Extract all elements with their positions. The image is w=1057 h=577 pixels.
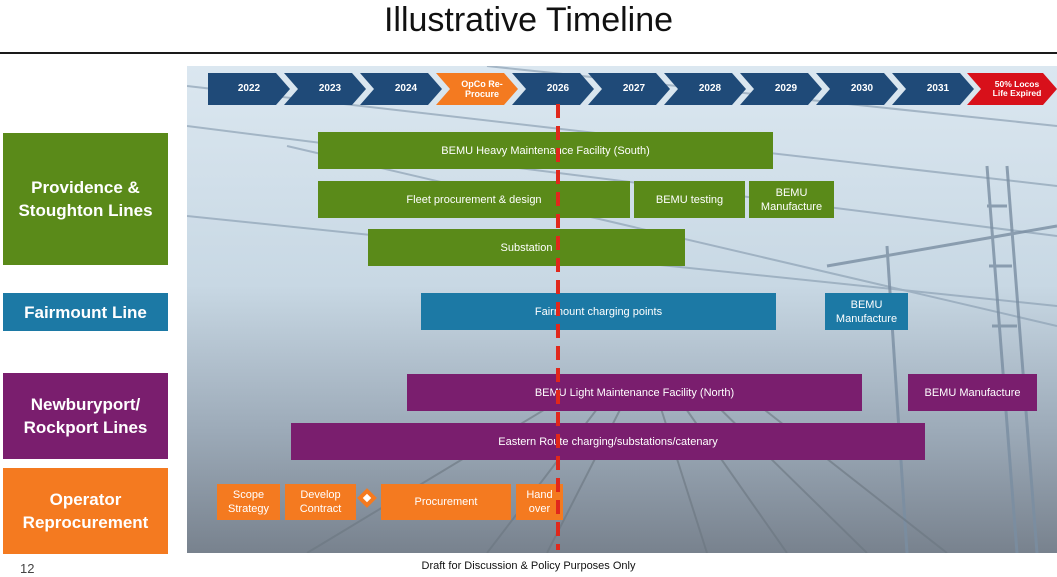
bar-procurement: Procurement bbox=[381, 484, 511, 520]
bar-heavy-maintenance-facility: BEMU Heavy Maintenance Facility (South) bbox=[318, 132, 773, 169]
bar-bemu-manufacture-providence: BEMU Manufacture bbox=[749, 181, 834, 218]
milestone-dashed-line bbox=[556, 104, 560, 550]
bar-substation: Substation bbox=[368, 229, 685, 266]
bar-bemu-testing: BEMU testing bbox=[634, 181, 745, 218]
page-title: Illustrative Timeline bbox=[383, 1, 674, 39]
bar-bemu-manufacture-fairmount: BEMU Manufacture bbox=[825, 293, 908, 330]
bar-eastern-route-charging: Eastern Route charging/substations/caten… bbox=[291, 423, 925, 460]
bar-bemu-manufacture-newburyport: BEMU Manufacture bbox=[908, 374, 1037, 411]
footer-disclaimer: Draft for Discussion & Policy Purposes O… bbox=[421, 560, 636, 572]
bar-fairmount-charging-points: Fairmount charging points bbox=[421, 293, 776, 330]
row-label-newburyport-rockport: Newburyport/ Rockport Lines bbox=[3, 373, 168, 459]
bar-light-maintenance-facility: BEMU Light Maintenance Facility (North) bbox=[407, 374, 862, 411]
bar-fleet-procurement: Fleet procurement & design bbox=[318, 181, 630, 218]
bar-hand-over: Hand over bbox=[516, 484, 563, 520]
bar-scope-strategy: Scope Strategy bbox=[217, 484, 280, 520]
page-number: 12 bbox=[20, 561, 35, 576]
timeline-chevron-locos-expired: 50% Locos Life Expired bbox=[967, 73, 1057, 105]
row-label-providence-stoughton: Providence & Stoughton Lines bbox=[3, 133, 168, 265]
row-label-fairmount: Fairmount Line bbox=[3, 293, 168, 331]
bar-develop-contract: Develop Contract bbox=[285, 484, 356, 520]
title-divider bbox=[0, 52, 1057, 54]
row-label-operator-reprocurement: Operator Reprocurement bbox=[3, 468, 168, 554]
timeline-chevron-2022: 2022 bbox=[208, 73, 290, 105]
